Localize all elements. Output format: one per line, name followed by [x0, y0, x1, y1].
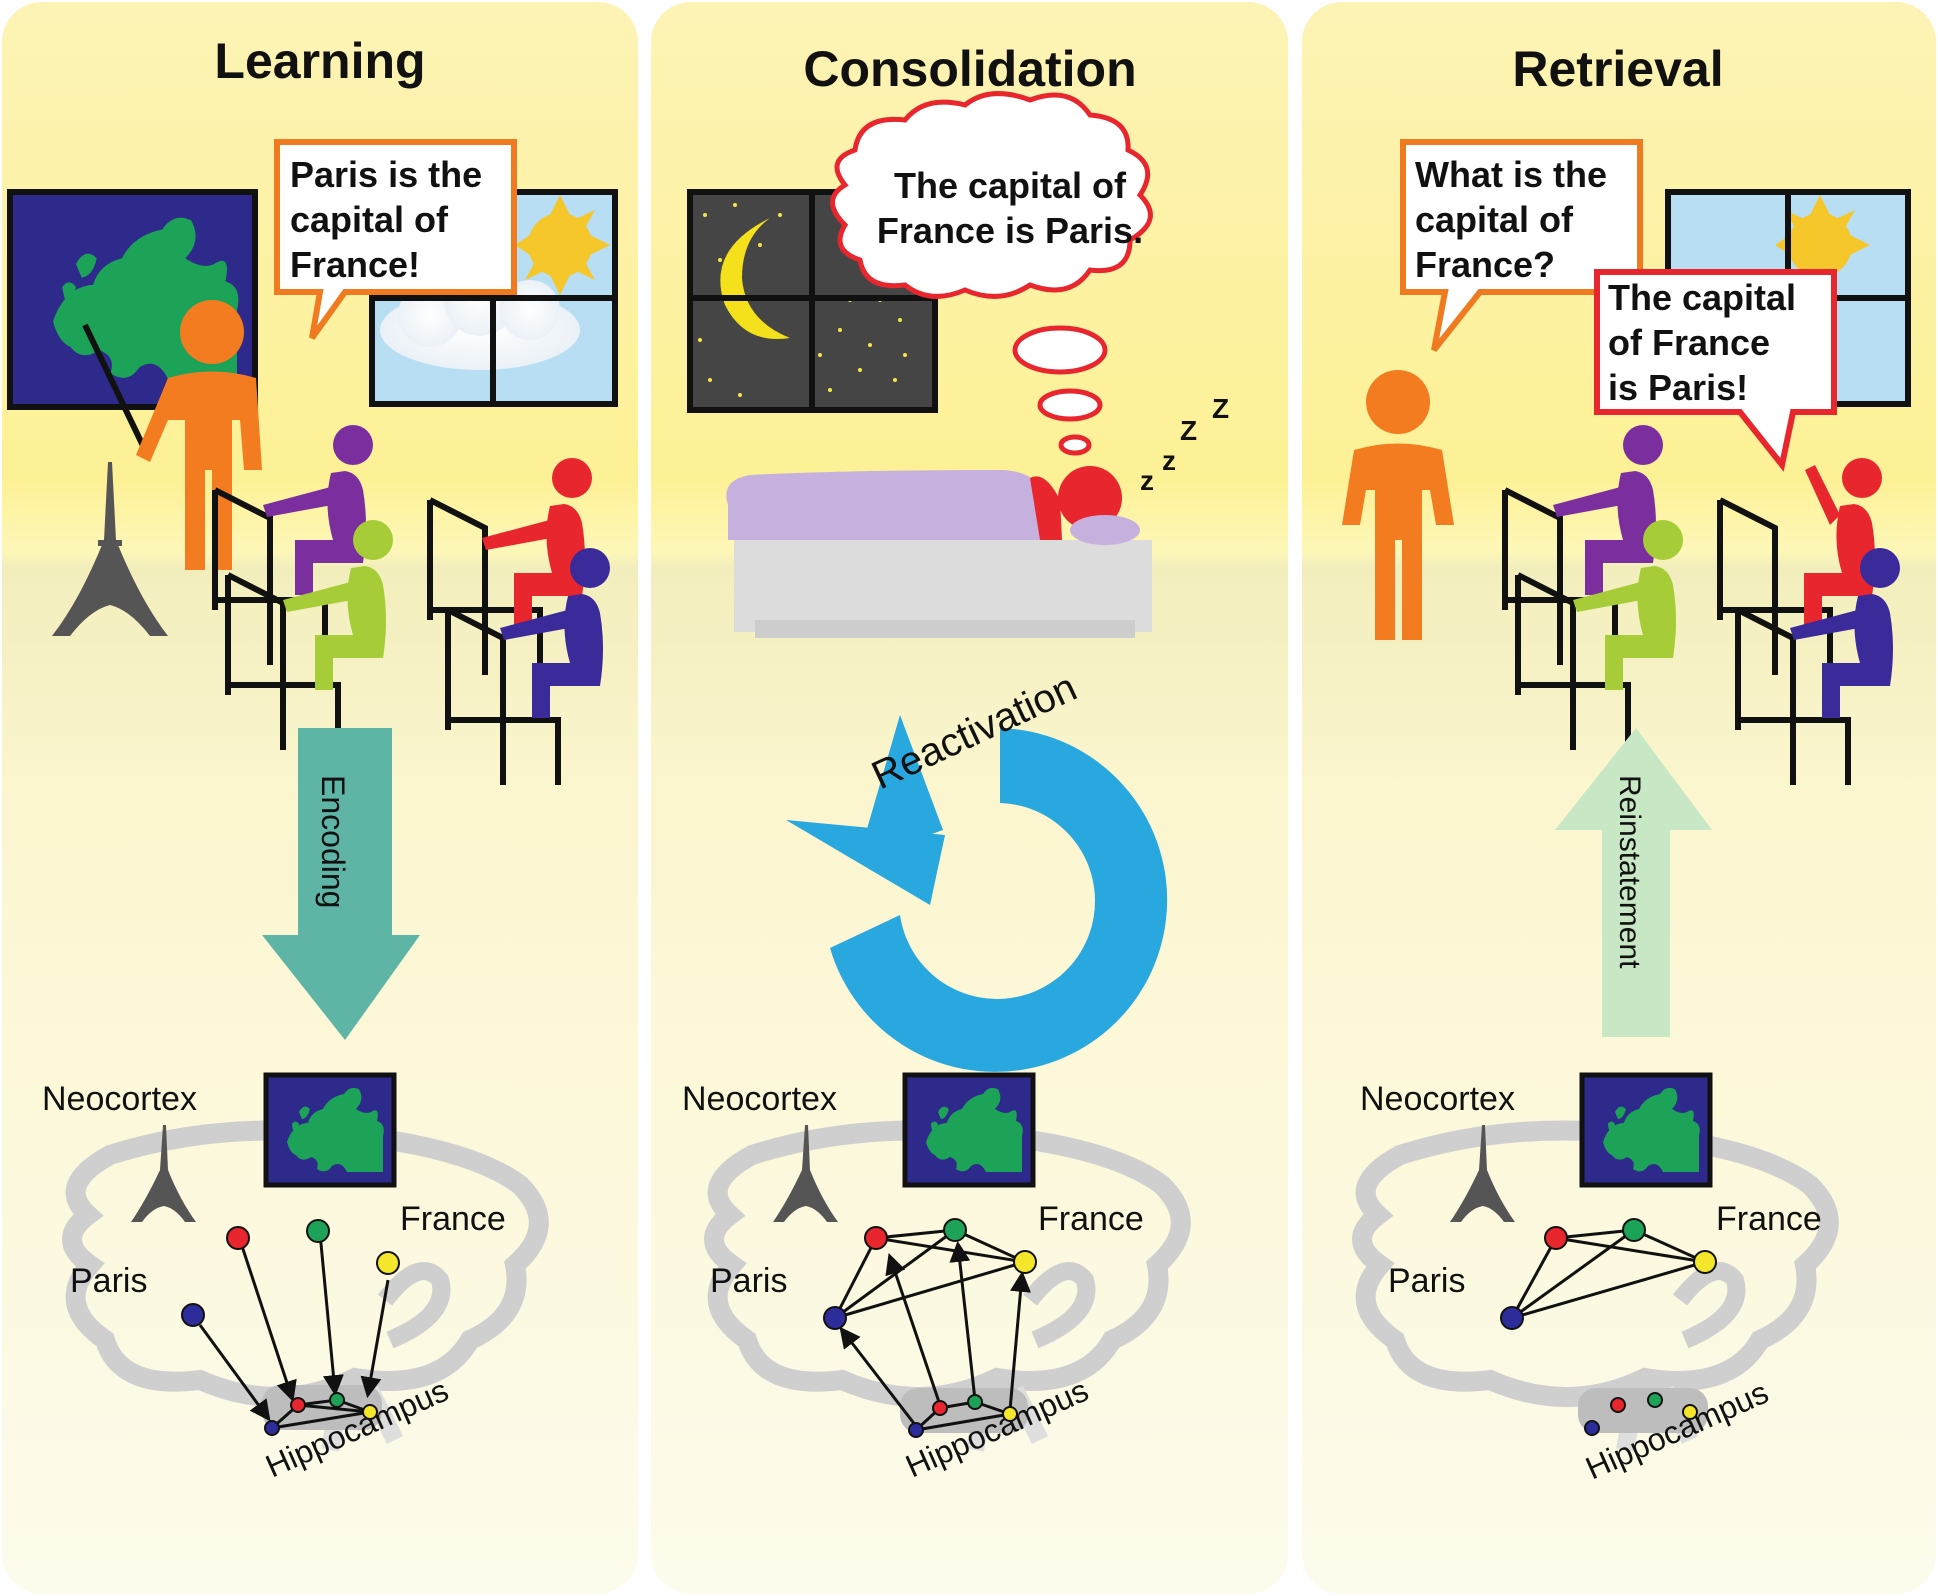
- neocortex-label-2: Neocortex: [682, 1080, 837, 1118]
- teacher-figure: [136, 300, 262, 570]
- reinstatement-label: Reinstatement: [1613, 775, 1646, 969]
- pointer-stick: [82, 323, 148, 452]
- panel-title-learning: Learning: [214, 33, 425, 89]
- memory-nodes-retrieval: [1500, 1218, 1717, 1436]
- city-label: Paris: [70, 1262, 147, 1300]
- eiffel-tower-small-icon-2: [773, 1125, 838, 1222]
- sleep-z-2: z: [1162, 445, 1176, 476]
- moon-icon: [720, 218, 790, 340]
- neocortex-map: [263, 1072, 397, 1188]
- city-label-3: Paris: [1388, 1262, 1465, 1300]
- answer-line-2: of France: [1608, 322, 1770, 363]
- city-label-2: Paris: [710, 1262, 787, 1300]
- teacher-figure-2: [1342, 370, 1454, 640]
- sleep-z-1: z: [1140, 465, 1154, 496]
- sleep-sound: z z Z Z: [1140, 393, 1229, 496]
- encoding-arrow: Encoding: [262, 728, 420, 1040]
- students-retrieval: [1505, 425, 1900, 785]
- hippocampus-region-3: [1578, 1388, 1708, 1433]
- neocortex-label-3: Neocortex: [1360, 1080, 1515, 1118]
- reinstatement-arrow: Reinstatement: [1555, 728, 1712, 1037]
- question-line-2: capital of: [1415, 199, 1574, 240]
- answer-line-3: is Paris!: [1608, 367, 1748, 408]
- sleep-z-4: Z: [1212, 393, 1229, 424]
- sun-icon-2: [1775, 195, 1870, 277]
- panel-title-consolidation: Consolidation: [803, 41, 1136, 97]
- thought-line-1: The capital of: [894, 165, 1127, 206]
- brain-retrieval: [1352, 1120, 1839, 1452]
- country-label-2: France: [1038, 1200, 1144, 1238]
- wall-map: [7, 189, 258, 410]
- teacher-speech-bubble: Paris is the capital of France!: [274, 139, 517, 340]
- sleep-z-3: Z: [1180, 415, 1197, 446]
- answer-speech-bubble: The capital of France is Paris!: [1594, 269, 1837, 472]
- neocortex-map-3: [1579, 1072, 1713, 1188]
- country-label: France: [400, 1200, 506, 1238]
- retrieval-connections: [1510, 1228, 1706, 1320]
- neocortex-label: Neocortex: [42, 1080, 197, 1118]
- answer-line-1: The capital: [1608, 277, 1796, 318]
- question-speech-bubble: What is the capital of France?: [1400, 139, 1643, 352]
- encoding-label: Encoding: [315, 775, 351, 908]
- brain-consolidation: [704, 1120, 1191, 1452]
- teacher-speech-line-2: capital of: [290, 199, 449, 240]
- thought-line-2: France is Paris.: [877, 210, 1143, 251]
- memory-nodes-learning: [181, 1219, 400, 1436]
- thought-bubble: [830, 91, 1153, 456]
- eiffel-tower-icon: [52, 462, 168, 636]
- bed: [726, 466, 1152, 638]
- teacher-speech-line-3: France!: [290, 244, 420, 285]
- encoding-connections: [198, 1232, 390, 1430]
- question-line-3: France?: [1415, 244, 1555, 285]
- country-label-3: France: [1716, 1200, 1822, 1238]
- brain-learning: [62, 1120, 549, 1452]
- eiffel-tower-small-icon: [131, 1125, 196, 1222]
- sun-icon: [515, 195, 610, 295]
- panel-title-retrieval: Retrieval: [1512, 41, 1723, 97]
- neocortex-map-2: [902, 1072, 1036, 1188]
- eiffel-tower-small-icon-3: [1450, 1125, 1515, 1222]
- memory-nodes-consolidation: [823, 1218, 1037, 1438]
- hippocampus-region-2: [900, 1388, 1028, 1433]
- teacher-speech-line-1: Paris is the: [290, 154, 482, 195]
- question-line-1: What is the: [1415, 154, 1607, 195]
